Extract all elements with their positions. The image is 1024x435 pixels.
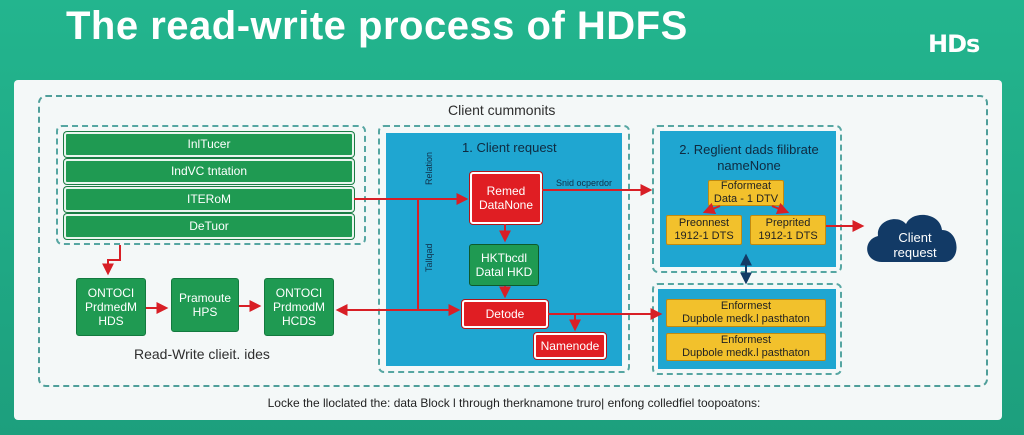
- page-title: The read-write process of HDFS: [66, 4, 688, 48]
- cloud-icon: [867, 214, 957, 262]
- left-box-3: ONTOCI PrdmodM HCDS: [264, 278, 334, 336]
- client-request-frame: [378, 125, 630, 373]
- remed-datanode-box: Remed DataNone: [470, 172, 542, 224]
- left-box-1: ONTOCI PrdmedM HDS: [76, 278, 146, 336]
- detode-box: Detode: [462, 300, 548, 328]
- format-data-box: Foformeat Data - 1 DTV: [708, 180, 784, 206]
- footer-caption: Locke the lloclated the: data Block l th…: [267, 396, 761, 410]
- stack-bar-2: IndVC tntation: [64, 159, 354, 184]
- cloud-label: Client request: [893, 230, 937, 260]
- preprited-box: Preprited 1912-1 DTS: [750, 215, 826, 245]
- client-request-heading: 1. Client request: [462, 140, 557, 155]
- client-components-label: Client cummonits: [448, 102, 556, 118]
- hktbcdl-box: HKTbcdl Datal HKD: [469, 244, 539, 286]
- namenode-box: Namenode: [534, 333, 606, 359]
- stack-bar-4: DeTuor: [64, 214, 354, 239]
- hdfs-logo: HDs: [928, 30, 980, 58]
- read-write-label: Read-Write clieit. ides: [134, 346, 270, 362]
- enformest-box-1: Enformest Dupbole medk.l pasthaton: [666, 299, 826, 327]
- stack-bar-1: InlTucer: [64, 132, 354, 157]
- left-stack-frame: [56, 125, 366, 245]
- register-heading: 2. Reglient dads filibrate nameNone: [679, 142, 819, 173]
- preonnest-box: Preonnest 1912-1 DTS: [666, 215, 742, 245]
- arrow-label-top: Snid ocperdor: [556, 178, 613, 188]
- stack-bar-3: ITERoM: [64, 187, 354, 212]
- left-box-2: Pramoute HPS: [171, 278, 239, 332]
- client-components-frame: [38, 95, 988, 387]
- enformest-box-2: Enformest Dupbole medk.l pasthaton: [666, 333, 826, 361]
